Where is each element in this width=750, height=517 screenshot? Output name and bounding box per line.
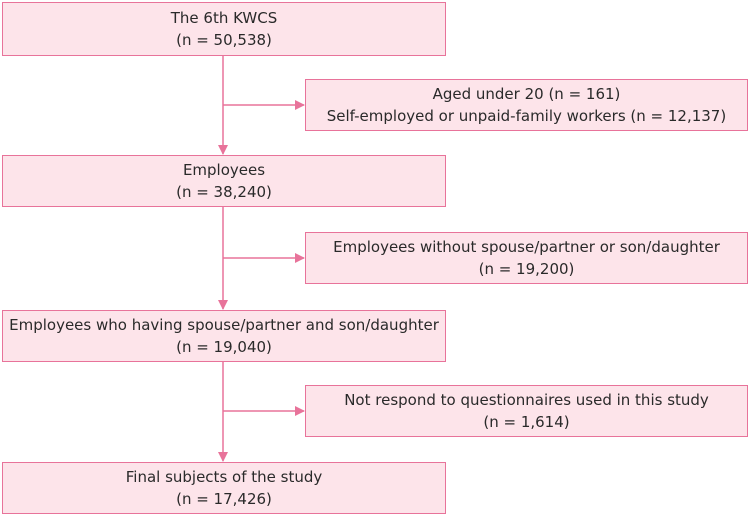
box-employees-title: Employees bbox=[182, 161, 266, 179]
box-employees-with-family-count: (n = 19,040) bbox=[176, 338, 272, 356]
box-final-subjects: Final subjects of the study (n = 17,426) bbox=[2, 462, 446, 514]
box-exclusion-2-line1: Employees without spouse/partner or son/… bbox=[333, 238, 720, 256]
box-exclusion-age-selfemployed: Aged under 20 (n = 161) Self-employed or… bbox=[305, 79, 748, 131]
box-kwcs-total-title: The 6th KWCS bbox=[170, 9, 278, 27]
box-exclusion-2-line2: (n = 19,200) bbox=[478, 260, 575, 278]
box-exclusion-1-line1: Aged under 20 (n = 161) bbox=[432, 85, 621, 103]
box-employees: Employees (n = 38,240) bbox=[2, 155, 446, 207]
box-final-subjects-count: (n = 17,426) bbox=[176, 490, 272, 508]
box-exclusion-no-family: Employees without spouse/partner or son/… bbox=[305, 232, 748, 284]
box-exclusion-no-response: Not respond to questionnaires used in th… bbox=[305, 385, 748, 437]
box-exclusion-3-line2: (n = 1,614) bbox=[483, 413, 570, 431]
box-employees-count: (n = 38,240) bbox=[176, 183, 272, 201]
box-exclusion-1-line2: Self-employed or unpaid-family workers (… bbox=[326, 107, 727, 125]
box-exclusion-3-line1: Not respond to questionnaires used in th… bbox=[344, 391, 709, 409]
box-kwcs-total: The 6th KWCS (n = 50,538) bbox=[2, 2, 446, 56]
box-kwcs-total-count: (n = 50,538) bbox=[176, 31, 272, 49]
box-final-subjects-title: Final subjects of the study bbox=[125, 468, 323, 486]
box-employees-with-family: Employees who having spouse/partner and … bbox=[2, 310, 446, 362]
box-employees-with-family-title: Employees who having spouse/partner and … bbox=[9, 316, 439, 334]
